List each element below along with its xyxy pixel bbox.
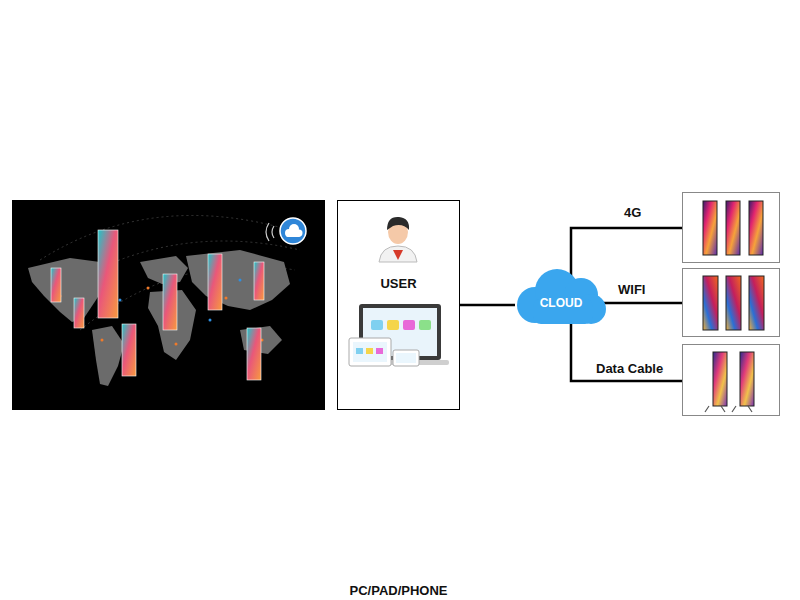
device-label: USER	[380, 276, 416, 292]
cloud-label: CLOUD	[540, 295, 583, 311]
world-map-panel	[12, 200, 325, 410]
screen-panels	[683, 193, 780, 416]
link-label: 4G	[622, 205, 643, 221]
link-line-path	[460, 304, 515, 307]
link-label: WIFI	[616, 282, 647, 298]
link-line	[460, 304, 515, 305]
device-label: PC/PAD/PHONE	[350, 583, 448, 599]
user-device-icons	[337, 200, 460, 410]
user-device-box: USERPC/PAD/PHONE	[337, 200, 460, 410]
cloud-shape: CLOUD	[515, 265, 607, 327]
link-label: Data Cable	[594, 361, 665, 377]
